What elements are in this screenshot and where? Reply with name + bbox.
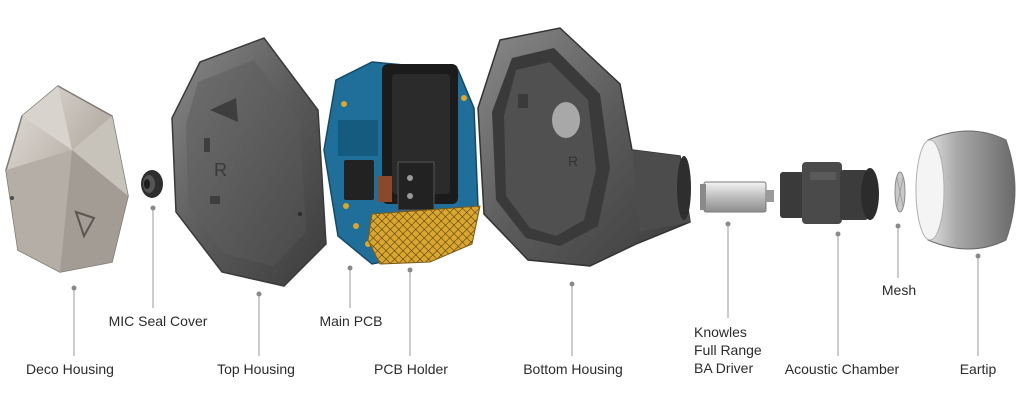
main-pcb-part [323, 61, 479, 265]
mic-seal-cover-part [141, 170, 163, 198]
top-housing-part: R [171, 37, 327, 287]
label-eartip: Eartip [959, 361, 997, 377]
pcb-holder-part [367, 205, 481, 265]
label-ba-driver-line-1: Knowles [694, 324, 747, 340]
ba-driver-part [700, 181, 774, 213]
label-main-pcb: Main PCB [319, 313, 383, 329]
bottom-housing-part: R [477, 27, 691, 267]
leader-lines [71, 205, 981, 356]
logo-mark-icon [74, 210, 96, 239]
svg-text:R: R [568, 153, 578, 169]
label-ba-driver-line-3: BA Driver [694, 360, 754, 376]
label-mesh: Mesh [881, 282, 917, 298]
label-top-housing: Top Housing [217, 361, 295, 377]
mesh-part [894, 171, 906, 213]
label-ba-driver: Knowles Full Range BA Driver [694, 323, 762, 377]
label-bottom-housing: Bottom Housing [523, 361, 623, 377]
acoustic-chamber-part [780, 162, 879, 224]
deco-housing-part [5, 85, 129, 273]
svg-text:R: R [214, 160, 227, 180]
eartip-part [915, 130, 1016, 250]
label-ba-driver-line-2: Full Range [694, 342, 762, 358]
label-pcb-holder: PCB Holder [374, 361, 448, 377]
label-deco-housing: Deco Housing [26, 361, 114, 377]
label-acoustic-chamber: Acoustic Chamber [784, 361, 900, 377]
label-mic-seal-cover: MIC Seal Cover [108, 313, 208, 329]
